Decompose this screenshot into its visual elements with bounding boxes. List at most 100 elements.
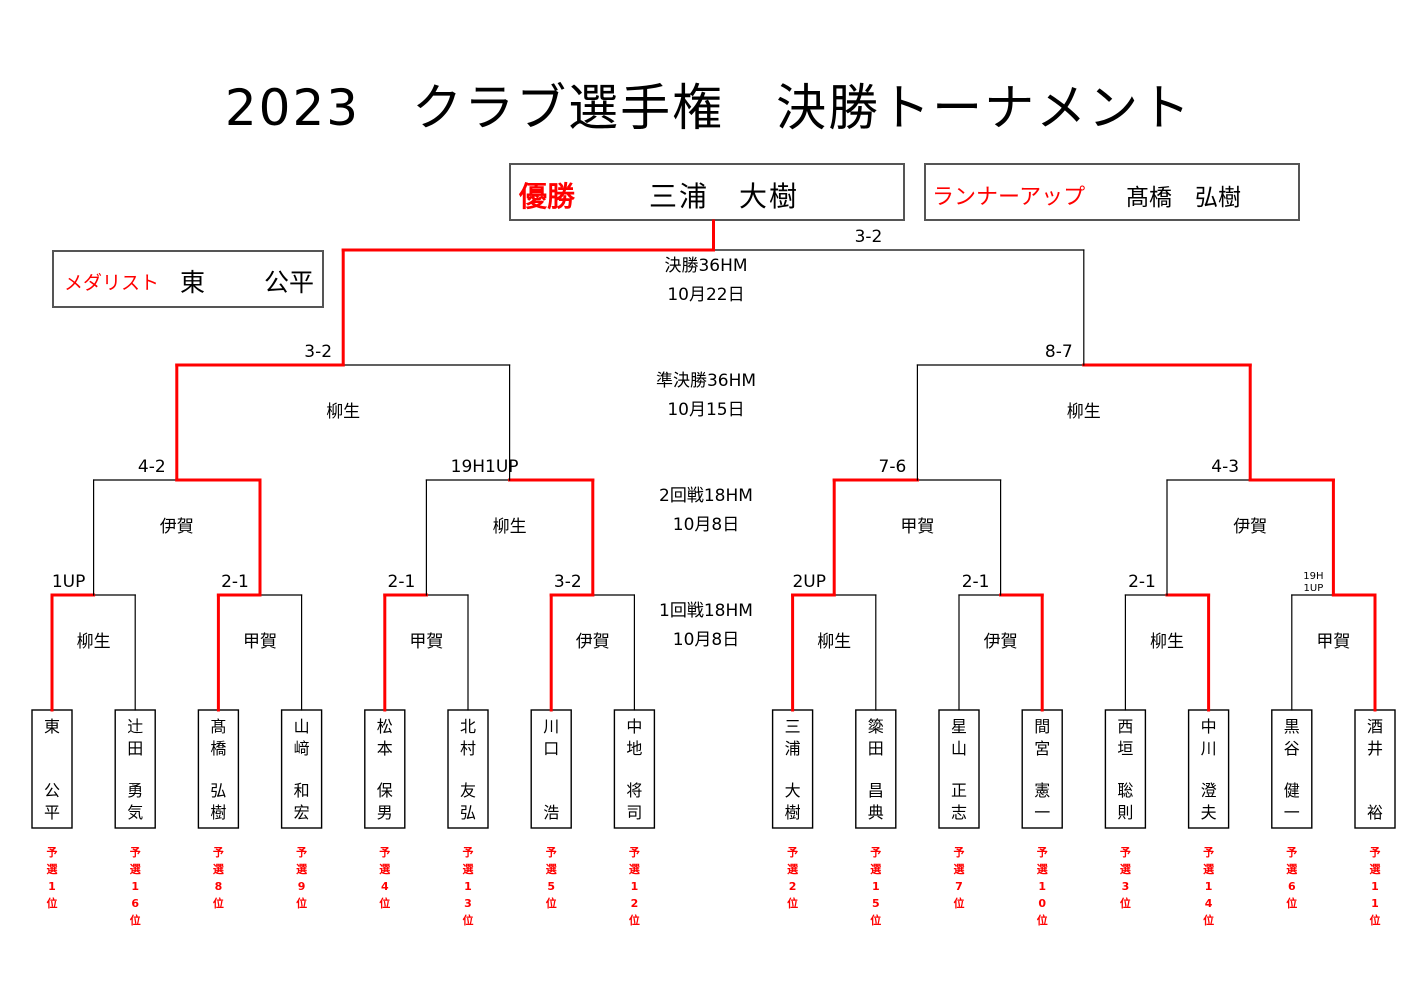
r1-match-venue: 柳生 bbox=[1150, 632, 1184, 652]
r2-match-score: 7-6 bbox=[879, 457, 907, 477]
medalist-label: メダリスト bbox=[64, 272, 160, 294]
player-box bbox=[613, 709, 656, 829]
round-date: 10月8日 bbox=[673, 630, 739, 650]
runnerup-name: 髙橋 弘樹 bbox=[1126, 185, 1241, 211]
player-given-char: 則 bbox=[1117, 803, 1133, 822]
qualifying-rank-char: 選 bbox=[1286, 863, 1297, 876]
player-surname-char: 間 bbox=[1034, 717, 1050, 736]
qualifying-rank-char: 予 bbox=[47, 846, 58, 859]
medalist-family: 東 bbox=[180, 268, 206, 297]
player-surname-char: 川 bbox=[1201, 739, 1217, 758]
qualifying-rank-char: 5 bbox=[872, 897, 880, 910]
player-given-char: 憲 bbox=[1034, 781, 1050, 800]
qualifying-rank-char: 予 bbox=[1037, 846, 1048, 859]
qualifying-rank-char: 予 bbox=[213, 846, 224, 859]
qualifying-rank-char: 位 bbox=[130, 913, 141, 927]
player-box bbox=[280, 709, 323, 829]
player-box bbox=[938, 709, 980, 829]
player-surname-char: 本 bbox=[377, 739, 393, 758]
qualifying-rank-char: 位 bbox=[47, 896, 58, 910]
player-surname-char: 地 bbox=[626, 739, 642, 758]
player-box bbox=[855, 709, 897, 829]
qualifying-rank-char: 予 bbox=[296, 846, 307, 859]
player-surname-char: 村 bbox=[460, 739, 476, 758]
player-given-char: 樹 bbox=[785, 803, 801, 822]
sf-match-score: 8-7 bbox=[1045, 342, 1073, 362]
qualifying-rank-char: 選 bbox=[1120, 863, 1131, 876]
player-given-char: 浩 bbox=[543, 803, 559, 822]
qualifying-rank-char: 4 bbox=[1205, 897, 1213, 910]
sf-match-score: 3-2 bbox=[304, 342, 332, 362]
round-name: 1回戦18HM bbox=[659, 601, 753, 621]
qualifying-rank-char: 1 bbox=[1038, 880, 1046, 893]
player-surname-char: 辻 bbox=[127, 717, 143, 736]
player-given-char: 宏 bbox=[294, 803, 310, 822]
qualifying-rank-char: 選 bbox=[47, 863, 58, 876]
qualifying-rank-char: 予 bbox=[787, 846, 798, 859]
player-given-char: 志 bbox=[951, 803, 967, 822]
player-given-char: 正 bbox=[951, 781, 967, 800]
round-name: 決勝36HM bbox=[664, 256, 747, 276]
qualifying-rank-char: 選 bbox=[296, 863, 307, 876]
qualifying-rank-char: 7 bbox=[955, 880, 963, 893]
qualifying-rank-char: 位 bbox=[1120, 896, 1131, 910]
r1-match-venue: 伊賀 bbox=[576, 632, 610, 652]
qualifying-rank-char: 8 bbox=[215, 880, 223, 893]
player-surname-char: 川 bbox=[543, 717, 559, 736]
player-box bbox=[197, 709, 240, 829]
qualifying-rank-char: 位 bbox=[463, 913, 474, 927]
player-box bbox=[1187, 709, 1230, 829]
player-box bbox=[530, 709, 572, 829]
qualifying-rank-char: 選 bbox=[463, 863, 474, 876]
qualifying-rank-char: 選 bbox=[130, 863, 141, 876]
qualifying-rank-char: 選 bbox=[1037, 863, 1048, 876]
r2-match-venue: 甲賀 bbox=[900, 517, 934, 537]
player-surname-char: 橋 bbox=[210, 739, 226, 758]
qualifying-rank-char: 1 bbox=[131, 880, 139, 893]
medalist-given: 公平 bbox=[264, 268, 315, 297]
final-score: 3-2 bbox=[855, 227, 883, 247]
player-surname-char: 黒 bbox=[1284, 717, 1300, 736]
player-surname-char: 口 bbox=[543, 739, 559, 758]
r1-match-score: 3-2 bbox=[554, 572, 582, 592]
round-date: 10月8日 bbox=[673, 515, 739, 535]
qualifying-rank-char: 位 bbox=[954, 896, 965, 910]
player-surname-char: 松 bbox=[377, 717, 393, 736]
sf-match-venue: 柳生 bbox=[1067, 402, 1101, 422]
qualifying-rank-char: 位 bbox=[870, 913, 881, 927]
player-surname-char: 簗 bbox=[868, 717, 884, 736]
player-given-char: 弘 bbox=[460, 803, 476, 822]
player-box bbox=[1021, 709, 1063, 829]
player-surname-char: 山 bbox=[951, 739, 967, 758]
qualifying-rank-char: 1 bbox=[1371, 897, 1379, 910]
qualifying-rank-char: 位 bbox=[1370, 913, 1381, 927]
qualifying-rank-char: 選 bbox=[1370, 863, 1381, 876]
r2-match-venue: 柳生 bbox=[493, 517, 527, 537]
player-given-char: 友 bbox=[460, 781, 476, 800]
qualifying-rank-char: 位 bbox=[1203, 913, 1214, 927]
qualifying-rank-char: 4 bbox=[381, 880, 389, 893]
player-given-char: 弘 bbox=[210, 781, 226, 800]
r1-match-score: 19H bbox=[1303, 571, 1323, 582]
qualifying-rank-char: 予 bbox=[546, 846, 557, 859]
r2-match-venue: 伊賀 bbox=[160, 517, 194, 537]
r1-match-score-2: 1UP bbox=[1304, 583, 1324, 594]
qualifying-rank-char: 予 bbox=[130, 846, 141, 859]
qualifying-rank-char: 選 bbox=[1203, 863, 1214, 876]
qualifying-rank-char: 6 bbox=[1288, 880, 1296, 893]
qualifying-rank-char: 2 bbox=[631, 897, 639, 910]
player-box bbox=[1104, 709, 1147, 829]
qualifying-rank-char: 位 bbox=[629, 913, 640, 927]
qualifying-rank-char: 0 bbox=[1038, 897, 1046, 910]
player-given-char: 一 bbox=[1284, 803, 1300, 822]
qualifying-rank-char: 位 bbox=[1286, 896, 1297, 910]
player-surname-char: 星 bbox=[951, 717, 967, 736]
qualifying-rank-char: 1 bbox=[631, 880, 639, 893]
qualifying-rank-char: 位 bbox=[379, 896, 390, 910]
player-box bbox=[31, 709, 73, 829]
qualifying-rank-char: 1 bbox=[464, 880, 472, 893]
player-box bbox=[1271, 709, 1313, 829]
r2-match-score: 4-3 bbox=[1211, 457, 1239, 477]
medalist-box: メダリスト 東 公平 bbox=[52, 250, 324, 308]
qualifying-rank-char: 1 bbox=[1205, 880, 1213, 893]
